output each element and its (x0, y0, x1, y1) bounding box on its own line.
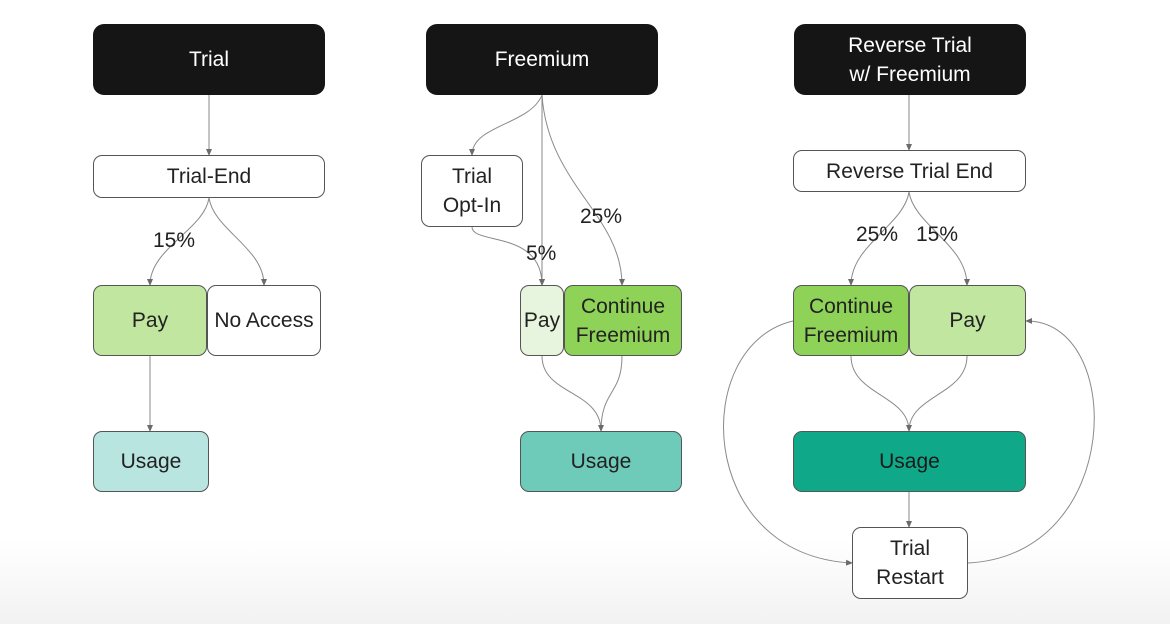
reverse-continue-percent-label: 25% (856, 223, 899, 246)
trial-no-access-node: No Access (207, 285, 321, 356)
arrow-freemium-to-trial-opt-in (469, 94, 543, 156)
trial-header: Trial (93, 24, 325, 95)
freemium-continue-percent-label: 25% (580, 205, 623, 228)
freemium-continue-node: Continue Freemium (564, 285, 682, 356)
trial-restart-node: Trial Restart (852, 527, 968, 599)
arrow-trial-end-to-pay (147, 197, 210, 286)
freemium-pay-percent-label: 5% (526, 242, 557, 265)
arrow-continue-loop-to-trial-restart (723, 320, 853, 566)
trial-pay-node: Pay (93, 285, 207, 356)
arrow-reverse-end-to-pay (908, 191, 970, 286)
arrow-trial-opt-in-to-pay (471, 226, 545, 286)
trial-opt-in-node: Trial Opt-In (421, 155, 523, 227)
reverse-trial-end-node: Reverse Trial End (793, 150, 1026, 192)
freemium-usage-node: Usage (520, 431, 682, 492)
arrow-pay-to-usage-freemium (541, 355, 602, 432)
reverse-pay-percent-label: 15% (916, 223, 959, 246)
trial-pay-percent-label: 15% (153, 229, 196, 252)
freemium-header: Freemium (426, 24, 658, 95)
arrow-continue-to-usage-reverse (850, 355, 910, 432)
trial-usage-node: Usage (93, 431, 209, 492)
reverse-usage-node: Usage (793, 431, 1026, 492)
arrow-trial-restart-loop-to-pay (967, 317, 1095, 564)
arrow-freemium-to-continue-freemium (541, 94, 625, 286)
freemium-pay-node: Pay (520, 285, 564, 356)
reverse-pay-node: Pay (909, 285, 1026, 356)
trial-end-node: Trial-End (93, 155, 325, 198)
arrow-reverse-end-to-continue (848, 191, 910, 286)
arrow-continue-to-usage-freemium (598, 355, 623, 432)
reverse-trial-header: Reverse Trial w/ Freemium (794, 24, 1026, 95)
arrow-trial-end-to-no-access (208, 197, 267, 286)
reverse-continue-node: Continue Freemium (793, 285, 909, 356)
arrow-pay-to-usage-reverse (906, 355, 968, 432)
